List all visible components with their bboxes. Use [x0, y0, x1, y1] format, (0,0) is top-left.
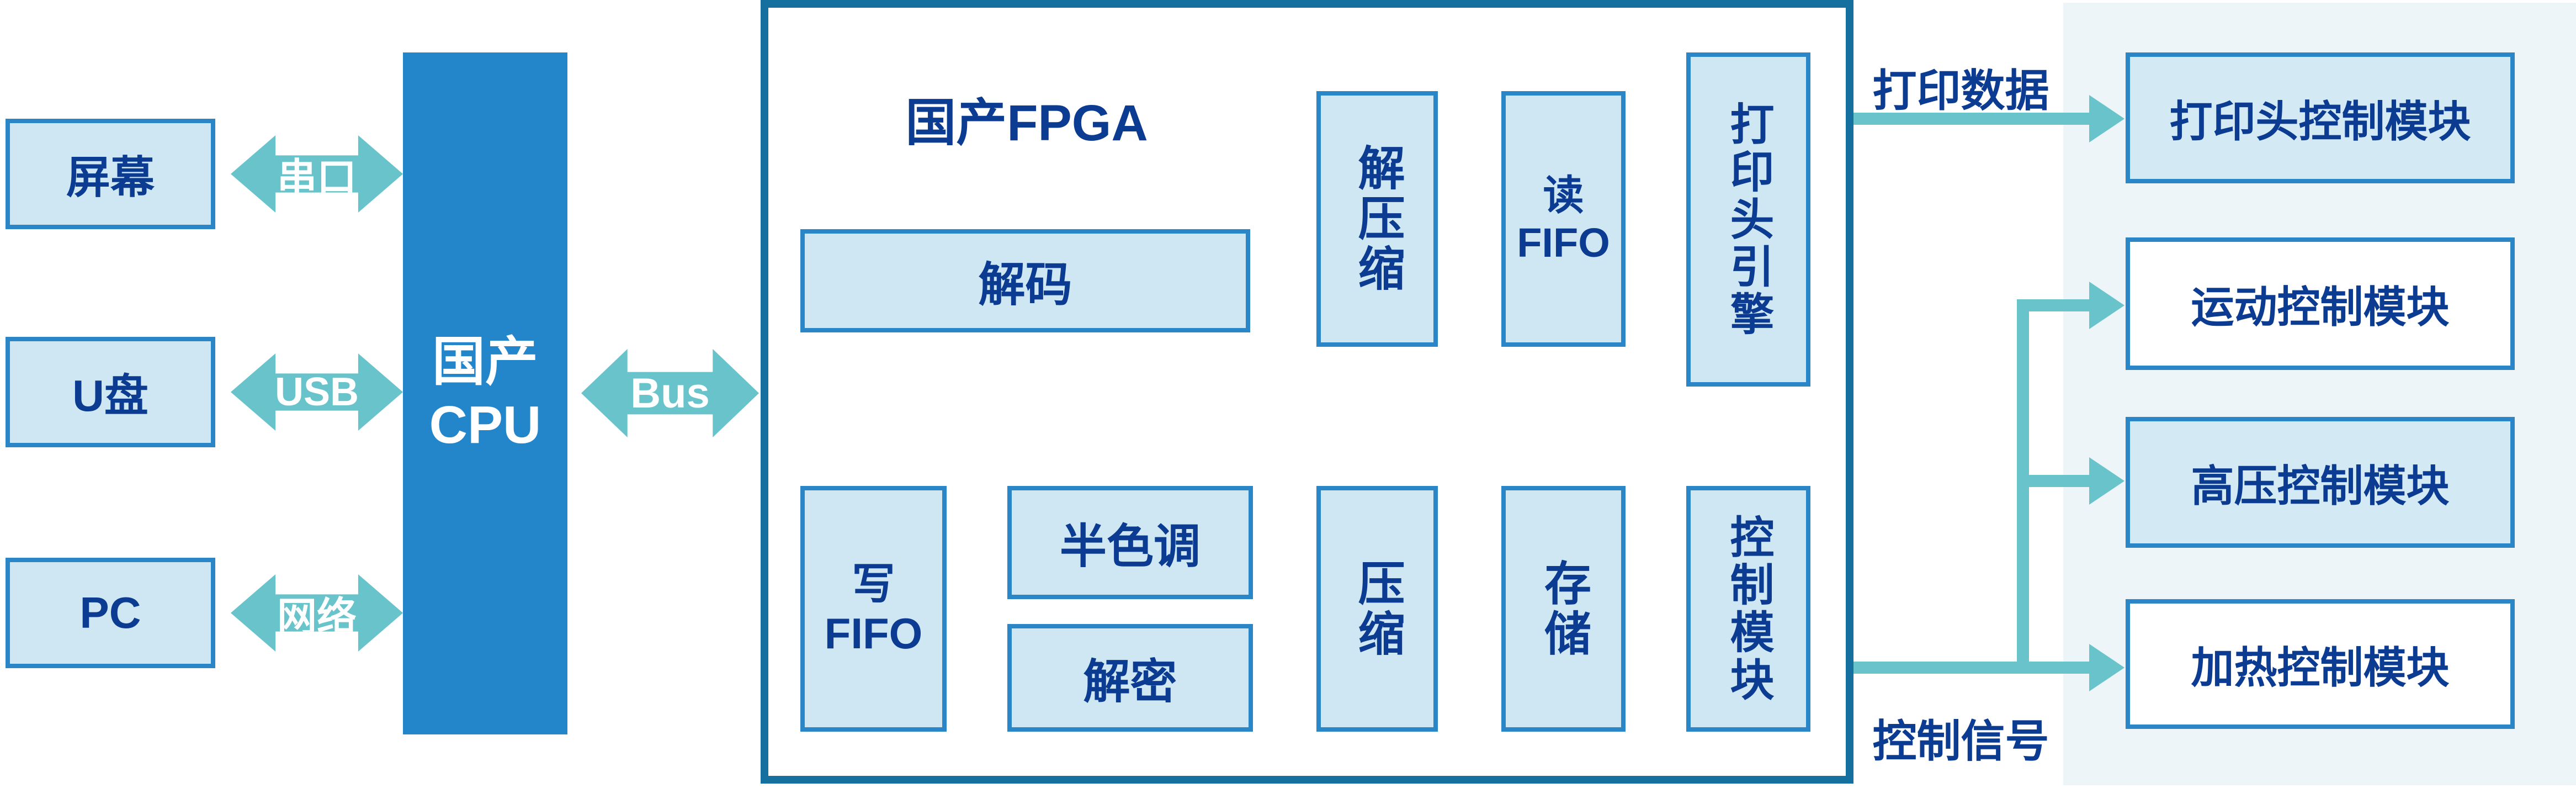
decompress-box: 解压缩	[1316, 91, 1438, 347]
decompress-label: 解压缩	[1351, 144, 1404, 294]
fpga-container	[761, 0, 1853, 784]
read-fifo-box: 读 FIFO	[1501, 91, 1626, 347]
bus-arrow: Bus	[581, 349, 759, 437]
compress-box: 压缩	[1316, 486, 1438, 732]
control-module-label: 控制模块	[1724, 514, 1773, 704]
udisk-label: U盘	[72, 371, 148, 420]
hv-control-module-label: 高压控制模块	[2191, 461, 2450, 510]
cpu-label-line1: 国产	[432, 332, 538, 392]
print-data-label: 打印数据	[1872, 66, 2049, 115]
control-module-box: 控制模块	[1686, 486, 1810, 732]
bus-label: Bus	[630, 369, 710, 417]
fpga-title: 国产FPGA	[905, 95, 1148, 151]
usb-link-label: USB	[274, 370, 359, 414]
hv-control-module-box: 高压控制模块	[2126, 417, 2515, 548]
decrypt-box: 解密	[1007, 624, 1253, 732]
serial-link-arrow: 串口	[231, 135, 403, 213]
read-fifo-label-line1: 读	[1543, 172, 1584, 219]
write-fifo-box: 写 FIFO	[800, 486, 947, 732]
motion-control-module-label: 运动控制模块	[2191, 283, 2450, 331]
heating-control-module-label: 加热控制模块	[2191, 643, 2450, 692]
store-box: 存储	[1501, 486, 1626, 732]
store-label: 存储	[1537, 558, 1590, 659]
cpu-box: 国产 CPU	[403, 52, 567, 734]
compress-label: 压缩	[1351, 558, 1404, 659]
heating-control-module-box: 加热控制模块	[2126, 599, 2515, 729]
screen-box: 屏幕	[6, 119, 215, 229]
halftone-label: 半色调	[1059, 521, 1201, 573]
pc-label: PC	[79, 588, 141, 637]
control-signal-line	[1850, 662, 2091, 674]
network-link-arrow: 网络	[231, 574, 403, 652]
printhead-engine-box: 打印头引擎	[1686, 52, 1810, 387]
decode-label: 解码	[978, 259, 1072, 311]
serial-link-label: 串口	[277, 156, 357, 200]
halftone-box: 半色调	[1007, 486, 1253, 599]
pc-box: PC	[6, 558, 215, 668]
control-signal-branch-vertical	[2017, 299, 2029, 668]
printhead-engine-label: 打印头引擎	[1724, 101, 1773, 339]
read-fifo-label-line2: FIFO	[1517, 219, 1610, 266]
write-fifo-label-line2: FIFO	[824, 609, 923, 658]
write-fifo-label-line1: 写	[852, 559, 895, 608]
control-signal-label: 控制信号	[1872, 717, 2049, 766]
printhead-control-module-label: 打印头控制模块	[2169, 97, 2471, 146]
decode-box: 解码	[800, 229, 1250, 332]
cpu-label-line2: CPU	[429, 395, 541, 454]
udisk-box: U盘	[6, 337, 215, 447]
motion-control-module-box: 运动控制模块	[2126, 237, 2515, 370]
network-link-label: 网络	[277, 595, 357, 639]
usb-link-arrow: USB	[231, 353, 403, 431]
printhead-control-module-box: 打印头控制模块	[2126, 52, 2515, 183]
decrypt-label: 解密	[1083, 656, 1177, 708]
screen-label: 屏幕	[66, 153, 155, 202]
